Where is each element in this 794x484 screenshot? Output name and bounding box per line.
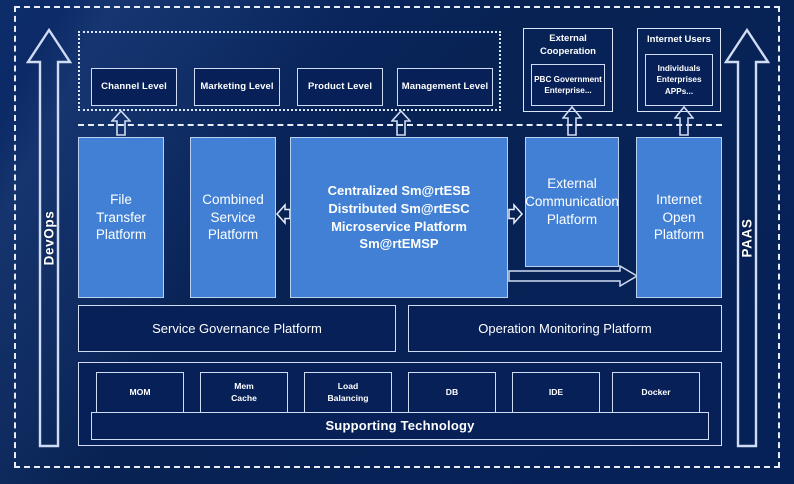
level-box-management[interactable]: Management Level bbox=[397, 68, 493, 106]
tech-box-mom[interactable]: MOM bbox=[96, 372, 184, 414]
tech-box-mem-cache[interactable]: Mem Cache bbox=[200, 372, 288, 414]
level-box-channel-label: Channel Level bbox=[101, 81, 167, 93]
tech-box-docker-line1: Docker bbox=[641, 387, 671, 398]
level-box-management-label: Management Level bbox=[401, 81, 489, 93]
internet-users-inner-box[interactable]: Individuals Enterprises APPs... bbox=[645, 54, 713, 106]
up-arrow-integration-core bbox=[391, 110, 411, 136]
level-box-marketing[interactable]: Marketing Level bbox=[194, 68, 280, 106]
external-cooperation-inner-line1: PBC Government bbox=[534, 74, 602, 84]
internet-users-inner-line3: APPs... bbox=[664, 86, 694, 96]
service-governance-platform[interactable]: Service Governance Platform bbox=[78, 305, 396, 352]
level-box-marketing-label: Marketing Level bbox=[200, 81, 274, 93]
external-communication-platform[interactable]: External Communication Platform bbox=[525, 137, 619, 267]
external-communication-line2: Communication bbox=[525, 194, 619, 210]
level-box-product-label: Product Level bbox=[307, 81, 373, 93]
internet-users-title-label: Internet Users bbox=[647, 33, 711, 45]
outer-dashed-frame bbox=[14, 6, 780, 468]
internet-open-platform[interactable]: Internet Open Platform bbox=[636, 137, 722, 298]
tech-box-ide[interactable]: IDE bbox=[512, 372, 600, 414]
external-communication-line3: Platform bbox=[546, 211, 598, 227]
tech-box-mem-cache-line1: Mem bbox=[234, 381, 254, 392]
paas-arrow-label: PAAS bbox=[739, 218, 755, 258]
up-arrow-file-transfer bbox=[111, 110, 131, 136]
supporting-technology-bar[interactable]: Supporting Technology bbox=[91, 412, 709, 440]
combined-service-platform[interactable]: Combined Service Platform bbox=[190, 137, 276, 298]
internet-users-inner-line2: Enterprises bbox=[656, 75, 702, 85]
external-cooperation-inner-line2: Enterprise... bbox=[544, 86, 592, 95]
level-box-channel[interactable]: Channel Level bbox=[91, 68, 177, 106]
tech-box-load-balancing-line1: Load bbox=[337, 381, 359, 392]
file-transfer-platform-line1: File bbox=[110, 191, 132, 207]
external-cooperation-inner-box[interactable]: PBC Government Enterprise... bbox=[531, 64, 605, 106]
tech-box-db[interactable]: DB bbox=[408, 372, 496, 414]
tech-box-ide-line1: IDE bbox=[548, 387, 564, 398]
supporting-technology-bar-label: Supporting Technology bbox=[325, 418, 475, 434]
combined-service-platform-line1: Combined bbox=[202, 191, 264, 207]
arrow-core-to-combined-service bbox=[276, 203, 291, 225]
integration-core-line1: Centralized Sm@rtESB bbox=[327, 182, 471, 198]
internet-users-title: Internet Users bbox=[637, 31, 721, 49]
level-box-product[interactable]: Product Level bbox=[297, 68, 383, 106]
tech-box-docker[interactable]: Docker bbox=[612, 372, 700, 414]
internet-open-line3: Platform bbox=[653, 227, 705, 243]
service-governance-platform-label: Service Governance Platform bbox=[152, 320, 322, 336]
file-transfer-platform[interactable]: File Transfer Platform bbox=[78, 137, 164, 298]
file-transfer-platform-line2: Transfer bbox=[96, 209, 146, 225]
devops-arrow: DevOps bbox=[26, 26, 72, 450]
tech-box-db-line1: DB bbox=[445, 387, 459, 398]
external-cooperation-title: External Cooperation bbox=[523, 31, 613, 61]
external-communication-line1: External bbox=[547, 176, 597, 192]
levels-separator-line bbox=[78, 124, 722, 126]
internet-users-inner-line1: Individuals bbox=[657, 64, 701, 74]
arrow-core-to-internet-open bbox=[508, 265, 638, 287]
internet-open-line1: Internet bbox=[656, 191, 702, 207]
up-arrow-internet-open bbox=[674, 106, 694, 136]
internet-open-line2: Open bbox=[662, 209, 696, 225]
tech-box-mem-cache-line2: Cache bbox=[231, 393, 257, 403]
tech-box-mom-line1: MOM bbox=[129, 387, 151, 398]
paas-arrow: PAAS bbox=[724, 26, 770, 450]
file-transfer-platform-line3: Platform bbox=[95, 227, 147, 243]
operation-monitoring-platform[interactable]: Operation Monitoring Platform bbox=[408, 305, 722, 352]
up-arrow-external-communication bbox=[562, 106, 582, 136]
integration-core-line2: Distributed Sm@rtESC bbox=[328, 200, 470, 216]
devops-arrow-label: DevOps bbox=[41, 210, 57, 266]
tech-box-load-balancing-line2: Balancing bbox=[327, 393, 369, 403]
combined-service-platform-line2: Service bbox=[210, 209, 256, 225]
integration-core-platform[interactable]: Centralized Sm@rtESB Distributed Sm@rtES… bbox=[290, 137, 508, 298]
combined-service-platform-line3: Platform bbox=[207, 227, 259, 243]
operation-monitoring-platform-label: Operation Monitoring Platform bbox=[478, 320, 652, 336]
tech-box-load-balancing[interactable]: Load Balancing bbox=[304, 372, 392, 414]
external-cooperation-title-line2: Cooperation bbox=[540, 46, 596, 57]
arrow-core-to-external-communication bbox=[508, 203, 523, 225]
external-cooperation-title-line1: External bbox=[549, 33, 587, 45]
business-levels-group bbox=[78, 31, 501, 111]
integration-core-line3: Microservice Platform Sm@rtEMSP bbox=[331, 218, 467, 252]
